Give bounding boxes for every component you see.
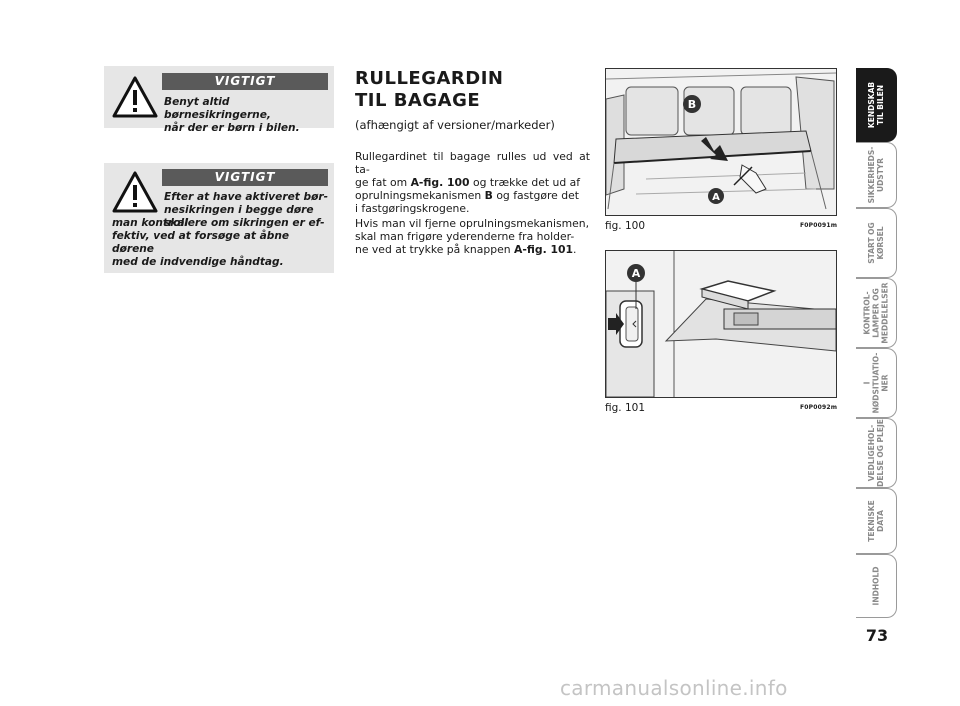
warning-text: Efter at have aktiveret bør- nesikringen… <box>164 191 334 230</box>
callout-a-marker <box>708 188 724 204</box>
tab-label: START OG KØRSEL <box>867 222 885 264</box>
warning-text: Benyt altid børnesikringerne, når der er… <box>164 96 334 135</box>
warning-triangle-icon <box>112 171 158 213</box>
cargo-cover-illustration: B A <box>606 69 836 215</box>
figure-100-label: fig. 100 <box>605 220 645 232</box>
tab-start-og-korsel[interactable]: START OG KØRSEL <box>856 208 897 278</box>
tab-label: KENDSKAB TIL BILEN <box>867 81 885 129</box>
section-title: RULLEGARDIN TIL BAGAGE <box>355 68 503 112</box>
callout-b-marker <box>683 95 701 113</box>
text-run: . <box>572 243 577 256</box>
figure-reference: A-fig. 100 <box>410 176 470 189</box>
tab-label: I NØDSITUATIO- NER <box>862 352 890 414</box>
warning-box-2: VIGTIGT Efter at have aktiveret bør- nes… <box>104 163 334 273</box>
warning-line: Benyt altid børnesikringerne, <box>164 96 271 121</box>
tab-tekniske-data[interactable]: TEKNISKE DATA <box>856 488 897 554</box>
callout-a-marker <box>627 264 645 282</box>
text-run: og trække det ud af <box>469 176 581 189</box>
tab-indhold[interactable]: INDHOLD <box>856 554 897 618</box>
tab-vedligeholdelse[interactable]: VEDLIGEHOL- DELSE OG PLEJE <box>856 418 897 488</box>
roller-release-illustration: A <box>606 251 836 397</box>
warning-box-1: VIGTIGT Benyt altid børnesikringerne, nå… <box>104 66 334 134</box>
paragraph-2: Hvis man vil fjerne oprulningsmekanismen… <box>355 217 590 256</box>
title-line: RULLEGARDIN <box>355 68 504 89</box>
warning-line: fektiv, ved at forsøge at åbne dørene <box>112 230 290 255</box>
text-run: ne ved at trykke på knappen <box>355 243 515 256</box>
callout-b-label: B <box>688 98 696 111</box>
part-reference: B <box>484 189 493 202</box>
warning-line: med de indvendige håndtag. <box>112 256 284 268</box>
text-run: skal man frigøre yderenderne fra holder- <box>355 230 575 243</box>
page-number: 73 <box>865 626 889 645</box>
figure-100-code: F0P0091m <box>800 222 838 229</box>
text-run: og fastgøre det <box>492 189 579 202</box>
tab-label: TEKNISKE DATA <box>867 500 885 542</box>
tab-label: INDHOLD <box>871 566 881 606</box>
warning-text-cont: man kontrollere om sikringen er ef- fekt… <box>112 217 334 269</box>
tab-kontrollamper[interactable]: KONTROL- LAMPER OG MEDDELELSER <box>856 278 897 348</box>
tab-label: SIKKERHEDS- UDSTYR <box>867 146 885 204</box>
figure-100-image: B A <box>605 68 837 216</box>
figure-101-code: F0P0092m <box>800 404 838 411</box>
callout-a-label: A <box>712 192 720 203</box>
warning-tag: VIGTIGT <box>162 169 328 186</box>
text-run: ge fat om <box>355 176 411 189</box>
figure-101-label: fig. 101 <box>605 402 645 414</box>
tab-kendskab-til-bilen[interactable]: KENDSKAB TIL BILEN <box>856 68 897 142</box>
tab-nodsituationer[interactable]: I NØDSITUATIO- NER <box>856 348 897 418</box>
text-run: Hvis man vil fjerne oprulningsmekanismen… <box>355 217 590 230</box>
section-subtitle: (afhængigt af versioner/markeder) <box>355 118 555 132</box>
figure-reference: A-fig. 101 <box>514 243 573 256</box>
warning-tag: VIGTIGT <box>162 73 328 90</box>
text-run: i fastgøringskrogene. <box>355 202 470 215</box>
text-run: oprulningsmekanismen <box>355 189 485 202</box>
tab-label: KONTROL- LAMPER OG MEDDELELSER <box>862 282 890 344</box>
text-run: Rullegardinet til bagage rulles ud ved a… <box>355 150 590 176</box>
callout-a-label: A <box>632 267 641 280</box>
paragraph-1: Rullegardinet til bagage rulles ud ved a… <box>355 150 590 215</box>
warning-line: når der er børn i bilen. <box>164 122 300 134</box>
tab-sikkerhedsudstyr[interactable]: SIKKERHEDS- UDSTYR <box>856 142 897 208</box>
tab-label: VEDLIGEHOL- DELSE OG PLEJE <box>867 419 885 487</box>
figure-101-image: A <box>605 250 837 398</box>
warning-line: nesikringen i begge døre skal <box>164 204 314 229</box>
warning-line: man kontrollere om sikringen er ef- <box>112 217 325 229</box>
warning-triangle-icon <box>112 76 158 118</box>
title-line: TIL BAGAGE <box>355 90 481 111</box>
watermark: carmanualsonline.info <box>560 676 788 700</box>
warning-line: Efter at have aktiveret bør- <box>164 191 329 203</box>
